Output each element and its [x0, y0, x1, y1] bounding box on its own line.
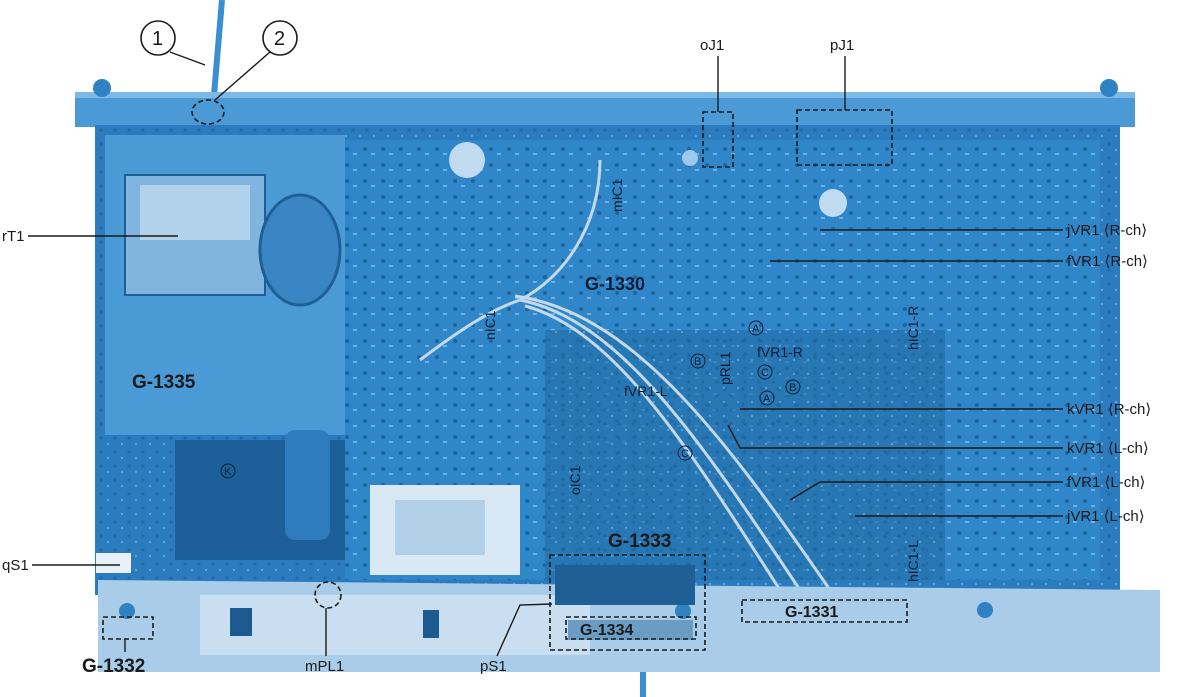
mark-b-right: B [785, 379, 801, 395]
board-label-g1334: G-1334 [580, 622, 633, 639]
pcb-label-oic1: oIC1 [567, 465, 583, 495]
callout-2: 2 [214, 20, 298, 101]
mark-k: K [220, 463, 236, 479]
label-jvr1-r: jVR1 ⟨R-ch⟩ [1066, 222, 1147, 239]
mark-b-left: B [690, 353, 706, 369]
label-jvr1-l: jVR1 ⟨L-ch⟩ [1066, 508, 1145, 525]
callout-1: 1 [140, 20, 206, 66]
pcb-label-hic1-r: hIC1-R [905, 306, 921, 350]
label-fvr1-l: fVR1 ⟨L-ch⟩ [1067, 474, 1145, 491]
pcb-label-hic1-l: hIC1-L [905, 540, 921, 582]
wire-bundle [419, 159, 832, 591]
label-oj1: oJ1 [700, 37, 724, 54]
power-cable [211, 0, 225, 96]
svg-text:B: B [694, 356, 701, 368]
highlight-g1334 [565, 616, 697, 640]
mark-c-upper: C [757, 364, 773, 380]
svg-text:B: B [789, 382, 796, 394]
pcb-label-fvr1-r: fVR1-R [757, 344, 803, 360]
board-label-g1330: G-1330 [585, 274, 645, 294]
highlight-g1331 [741, 599, 908, 623]
mark-a-upper: A [748, 320, 764, 336]
label-kvr1-r: kVR1 ⟨R-ch⟩ [1067, 401, 1151, 418]
svg-text:K: K [224, 466, 232, 478]
board-label-g1331: G-1331 [785, 604, 838, 621]
label-pj1: pJ1 [830, 37, 854, 54]
svg-text:A: A [752, 323, 760, 335]
highlight-pj1 [796, 109, 893, 166]
svg-text:C: C [681, 448, 689, 460]
board-label-g1332: G-1332 [82, 656, 145, 677]
highlight-oj1 [702, 111, 734, 168]
highlight-mpl1 [314, 581, 342, 609]
mark-a-lower: A [759, 390, 775, 406]
board-label-g1335: G-1335 [132, 372, 196, 393]
svg-text:2: 2 [274, 28, 285, 50]
highlight-g1333 [549, 554, 706, 651]
label-fvr1-r: fVR1 ⟨R-ch⟩ [1067, 253, 1148, 270]
mark-c-lower: C [677, 445, 693, 461]
board-label-g1333: G-1333 [608, 531, 671, 552]
pcb-label-fvr1-l: fVR1-L [624, 383, 668, 399]
pcb-label-nic1: nIC1 [482, 310, 498, 340]
svg-text:1: 1 [152, 28, 163, 50]
highlight-g1332 [102, 616, 154, 640]
label-ps1: pS1 [480, 658, 507, 675]
highlight-cable-entry [191, 99, 225, 125]
svg-text:C: C [761, 367, 769, 379]
label-qs1: qS1 [2, 557, 29, 574]
label-kvr1-l: kVR1 ⟨L-ch⟩ [1067, 440, 1149, 457]
right-labels: jVR1 ⟨R-ch⟩ fVR1 ⟨R-ch⟩ kVR1 ⟨R-ch⟩ kVR1… [727, 222, 1151, 525]
pcb-label-prl1: pRL1 [717, 351, 733, 385]
label-mpl1: mPL1 [305, 658, 344, 675]
pcb-label-mic1: mIC1 [609, 178, 625, 212]
svg-text:A: A [763, 393, 771, 405]
label-rt1: rT1 [2, 228, 25, 245]
